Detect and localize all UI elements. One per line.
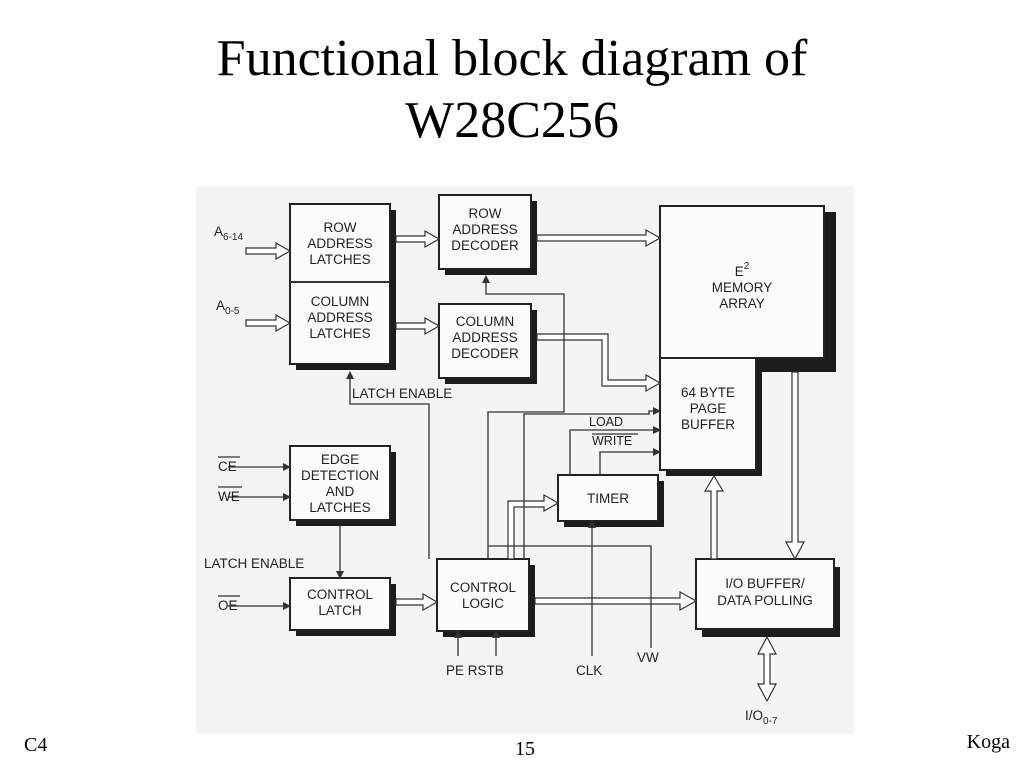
- row-decoder-label-1: ROW: [469, 206, 502, 221]
- io-buffer-label-1: I/O BUFFER/: [725, 576, 805, 591]
- col-decoder-label-1: COLUMN: [456, 314, 515, 329]
- control-latch-label-2: LATCH: [318, 603, 361, 618]
- bus-arrows: [245, 228, 805, 703]
- bus-arrow-io-pins: [757, 635, 777, 703]
- latch-enable-feedback: [346, 371, 430, 559]
- edge-label-4: LATCHES: [309, 500, 370, 515]
- vw-line: [488, 545, 652, 648]
- bus-arrow-a-high: [245, 241, 292, 261]
- col-latches-label-3: LATCHES: [309, 326, 370, 341]
- edge-label-3: AND: [326, 484, 355, 499]
- slide-title: Functional block diagram of W28C256: [0, 28, 1024, 152]
- memory-label-1: E2: [735, 261, 750, 279]
- column-address-decoder-block: [438, 303, 537, 384]
- edge-detection-block: [289, 445, 396, 526]
- signal-lines: [228, 275, 661, 656]
- latch-enable-mid-label: LATCH ENABLE: [204, 556, 304, 571]
- timer-label: TIMER: [587, 491, 629, 506]
- write-line: [599, 448, 661, 475]
- io-buffer-label-2: DATA POLLING: [717, 593, 813, 608]
- bus-arrow-logic-io: [534, 590, 698, 612]
- row-address-latches-block: [289, 203, 396, 370]
- load-label: LOAD: [589, 415, 623, 429]
- row-decoder-label-2: ADDRESS: [452, 222, 517, 237]
- load-line: [569, 426, 661, 475]
- oe-label: OE: [218, 598, 238, 613]
- bus-arrow-row-decoder-memory: [536, 228, 662, 248]
- title-line-2: W28C256: [405, 92, 619, 149]
- ce-label: CE: [218, 459, 237, 474]
- edge-label-2: DETECTION: [301, 468, 379, 483]
- we-label: WE: [218, 489, 240, 504]
- footer-left: C4: [24, 734, 48, 756]
- title-line-1: Functional block diagram of: [216, 30, 808, 87]
- bus-arrow-col-decoder-buffer: [536, 333, 662, 393]
- control-logic-block: [436, 558, 535, 637]
- bus-arrow-logic-timer: [507, 493, 560, 560]
- page-number: 15: [515, 738, 535, 760]
- bus-arrow-row-latch-decoder: [395, 229, 441, 249]
- edge-label-1: EDGE: [321, 452, 359, 467]
- memory-label-3: ARRAY: [719, 296, 765, 311]
- page-buffer-block: [659, 357, 762, 476]
- io-buffer-block: [695, 558, 840, 637]
- row-latches-label-2: ADDRESS: [307, 236, 372, 251]
- row-address-decoder-block: [438, 194, 537, 275]
- write-label: WRITE: [592, 434, 632, 448]
- control-logic-label-2: LOGIC: [462, 596, 504, 611]
- decoder-feedback: [482, 275, 565, 559]
- pe-rstb-label: PE RSTB: [446, 663, 504, 678]
- buffer-label-2: PAGE: [690, 401, 727, 416]
- io-label: I/O0-7: [745, 708, 778, 727]
- memory-array-block: [659, 205, 836, 372]
- row-decoder-label-3: DECODER: [451, 238, 519, 253]
- row-latches-label-1: ROW: [324, 220, 357, 235]
- clk-label: CLK: [576, 663, 602, 678]
- buffer-label-3: BUFFER: [681, 417, 735, 432]
- a-low-sub: 0-5: [225, 306, 240, 317]
- bus-arrow-latch-logic: [395, 592, 439, 612]
- a-high-sub: 6-14: [223, 232, 243, 243]
- block-diagram: ROW ADDRESS LATCHES COLUMN ADDRESS LATCH…: [196, 186, 854, 734]
- timer-block: [557, 474, 664, 527]
- bus-arrow-a-low: [245, 313, 292, 333]
- col-latches-label-2: ADDRESS: [307, 310, 372, 325]
- io-sub: 0-7: [763, 716, 778, 727]
- latch-enable-top-label: LATCH ENABLE: [352, 386, 452, 401]
- a-high-label: A6-14: [214, 224, 243, 243]
- col-decoder-label-2: ADDRESS: [452, 330, 517, 345]
- bus-arrow-io-buffer: [703, 474, 725, 560]
- control-logic-label-1: CONTROL: [450, 580, 516, 595]
- memory-label-2: MEMORY: [712, 280, 773, 295]
- bus-arrow-col-latch-decoder: [395, 316, 441, 336]
- a-low-label: A0-5: [216, 298, 240, 317]
- logic-buffer-line: [523, 407, 661, 559]
- row-latches-label-3: LATCHES: [309, 252, 370, 267]
- col-decoder-label-3: DECODER: [451, 346, 519, 361]
- memory-label-sup: 2: [744, 261, 750, 272]
- vw-label: VW: [637, 650, 659, 665]
- control-latch-label-1: CONTROL: [307, 587, 373, 602]
- bus-arrow-memory-io: [785, 371, 805, 561]
- footer-right: Koga: [966, 731, 1010, 753]
- col-latches-label-1: COLUMN: [311, 294, 370, 309]
- control-latch-block: [289, 577, 396, 636]
- buffer-label-1: 64 BYTE: [681, 385, 735, 400]
- block-diagram-svg: ROW ADDRESS LATCHES COLUMN ADDRESS LATCH…: [204, 194, 840, 727]
